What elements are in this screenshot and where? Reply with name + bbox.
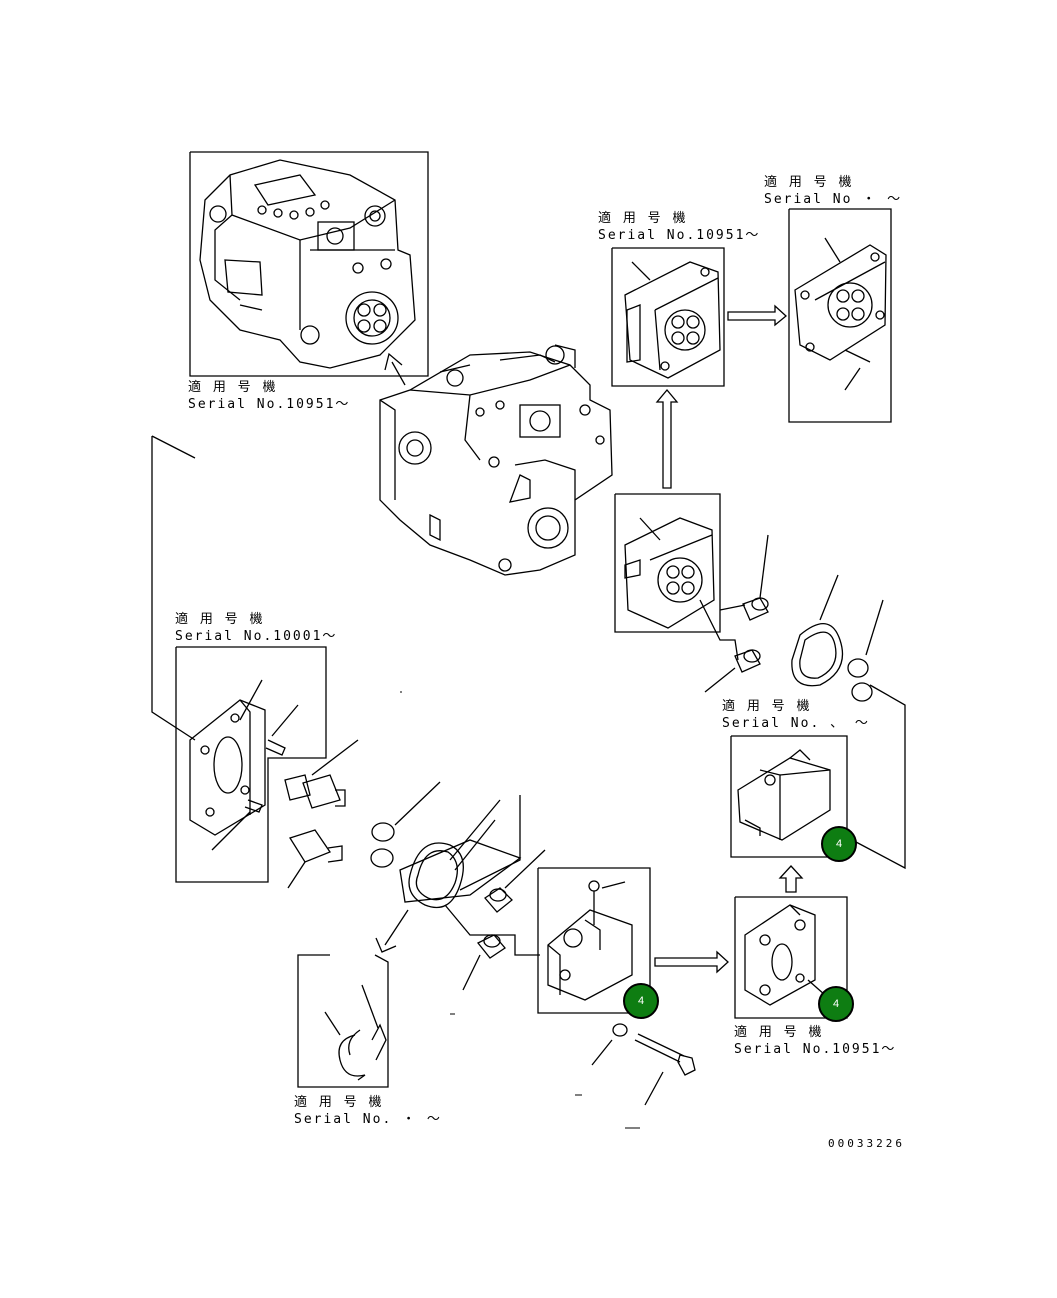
arrow-to-snap-ring: [375, 909, 409, 953]
drive-gear-shaft: [284, 739, 359, 809]
applicable-model-heading: 適 用 号 機: [722, 699, 812, 714]
arrow-to-inset-upper-right: [727, 304, 787, 327]
applicable-model-heading: 適 用 号 機: [188, 380, 278, 395]
serial-number-range: Serial No.10001～: [175, 629, 338, 644]
serial-number-range: Serial No. 、 ～: [722, 716, 870, 731]
serial-label-bottom-left: 適 用 号 機 Serial No. ・ ～: [294, 1094, 442, 1128]
arrow-up-to-valve: [778, 865, 804, 893]
gasket-right: [791, 574, 844, 687]
leader-ticks: [400, 691, 640, 1129]
inset-pump-assembly: [189, 151, 429, 377]
bushing-pair-center: [444, 795, 546, 991]
callout-marker-valve-body[interactable]: 4: [623, 983, 659, 1019]
arrow-up-to-inset-a: [655, 388, 679, 489]
seal-ring-center: [370, 781, 441, 868]
serial-number-range: Serial No.10951～: [734, 1042, 897, 1057]
serial-number-range: Serial No. ・ ～: [294, 1112, 442, 1127]
gasket-center: [399, 799, 522, 909]
callout-marker-end-plate[interactable]: 4: [818, 986, 854, 1022]
callout-marker-valve-block[interactable]: 4: [821, 826, 857, 862]
serial-label-left-mid: 適 用 号 機 Serial No.10001～: [175, 611, 337, 645]
serial-number-range: Serial No ・ ～: [764, 192, 903, 207]
main-pump-body: [379, 344, 613, 576]
serial-label-right-mid: 適 用 号 機 Serial No. 、 ～: [722, 698, 870, 732]
serial-label-upper-mid: 適 用 号 機 Serial No.10951～: [598, 210, 760, 244]
applicable-model-heading: 適 用 号 機: [175, 612, 265, 627]
bushing-pair-right: [699, 534, 769, 693]
applicable-model-heading: 適 用 号 機: [764, 175, 854, 190]
arrow-right-to-end-plate: [654, 950, 729, 974]
inset-end-cover-a: [611, 247, 725, 387]
applicable-model-heading: 適 用 号 機: [294, 1095, 384, 1110]
serial-label-bottom-right: 適 用 号 機 Serial No.10951～: [734, 1024, 896, 1058]
serial-label-top-left: 適 用 号 機 Serial No.10951～: [188, 379, 350, 413]
inset-end-cover-b: [788, 208, 892, 423]
driven-gear-shaft: [287, 829, 343, 889]
inset-snap-ring: [297, 954, 389, 1088]
arrow-to-inset-top-left: [384, 352, 406, 386]
applicable-model-heading: 適 用 号 機: [734, 1025, 824, 1040]
serial-label-upper-right: 適 用 号 機 Serial No ・ ～: [764, 174, 902, 208]
inset-end-cover-c: [614, 493, 721, 633]
serial-number-range: Serial No.10951～: [598, 228, 761, 243]
bolt-lower: [591, 1023, 696, 1106]
serial-number-range: Serial No.10951～: [188, 397, 351, 412]
document-number: 00033226: [828, 1137, 905, 1150]
leader-line-left: [151, 435, 196, 741]
applicable-model-heading: 適 用 号 機: [598, 211, 688, 226]
inset-left-flange: [175, 646, 327, 883]
seal-ring-right: [847, 599, 906, 870]
